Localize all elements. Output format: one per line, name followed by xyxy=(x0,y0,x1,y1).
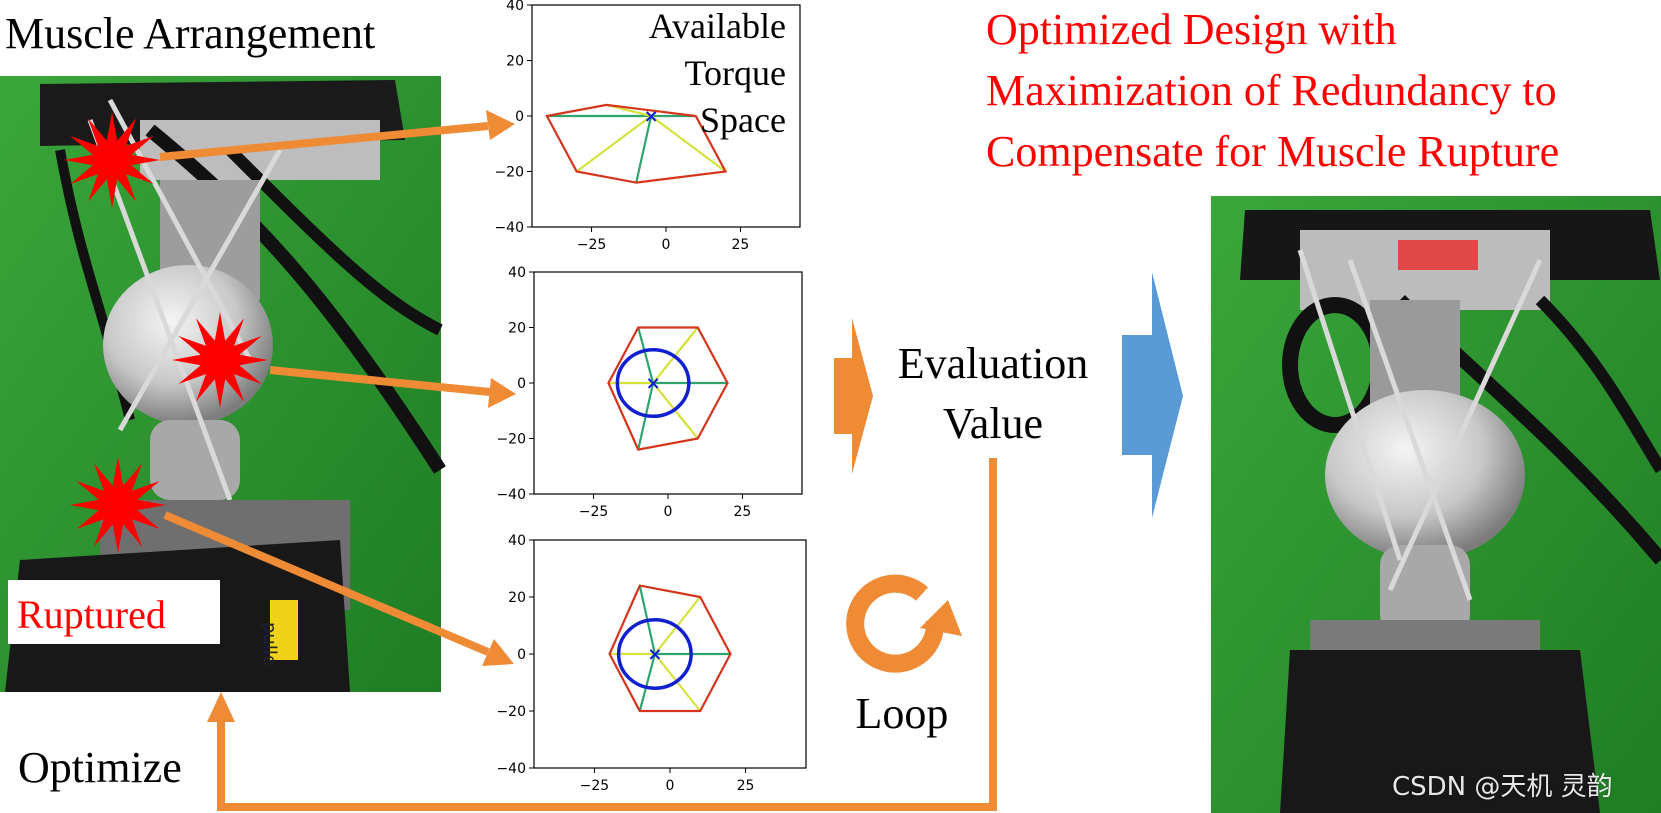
y-tick-label: −20 xyxy=(494,165,524,181)
optimized-title-line2: Maximization of Redundancy to xyxy=(986,66,1557,115)
x-tick-label: −25 xyxy=(577,237,607,253)
x-tick-label: −25 xyxy=(580,778,610,794)
x-tick-label: −25 xyxy=(579,504,609,520)
available-label-line2: Torque xyxy=(685,53,786,93)
rupture-star-1 xyxy=(64,112,160,208)
torque-space-chart-2: 40 20 0 −20 −40 −25 0 25 × xyxy=(496,265,803,520)
y-tick-label: 0 xyxy=(517,647,526,663)
x-tick-label: 0 xyxy=(666,778,675,794)
center-marker: × xyxy=(647,644,662,665)
inscribed-circle xyxy=(615,347,691,419)
optimize-label: Optimize xyxy=(18,743,182,792)
loop-label: Loop xyxy=(856,689,949,738)
y-tick-label: 0 xyxy=(515,109,524,125)
spoke-line xyxy=(650,115,727,173)
muscle-arrangement-title: Muscle Arrangement xyxy=(5,9,375,58)
evaluation-label-line2: Value xyxy=(943,399,1043,448)
optimized-title-line3: Compensate for Muscle Rupture xyxy=(986,127,1559,176)
y-tick-label: −40 xyxy=(496,487,526,503)
torque-space-polygon xyxy=(608,584,732,713)
arrow-star3-to-chart3 xyxy=(163,511,514,666)
rupture-star-3 xyxy=(70,457,166,553)
evaluation-label-line1: Evaluation xyxy=(898,339,1089,388)
y-tick-label: −20 xyxy=(496,432,526,448)
available-label-line1: Available xyxy=(649,6,786,46)
available-label-line3: Space xyxy=(700,100,786,140)
pulley-label: pulle xyxy=(259,622,280,666)
csdn-watermark: CSDN @天机 灵韵 xyxy=(1392,772,1613,802)
y-tick-label: −20 xyxy=(496,704,526,720)
spoke-line xyxy=(635,115,653,183)
spoke-line xyxy=(576,115,652,173)
rupture-star-2 xyxy=(172,312,268,408)
arrow-star2-to-chart2 xyxy=(269,366,516,408)
y-tick-label: −40 xyxy=(494,220,524,236)
y-tick-label: 40 xyxy=(506,0,524,14)
x-tick-label: 0 xyxy=(662,237,671,253)
optimized-title-line1: Optimized Design with xyxy=(986,5,1397,54)
center-marker: × xyxy=(644,106,659,127)
torque-space-chart-3: 40 20 0 −20 −40 −25 0 25 × xyxy=(496,533,807,794)
spoke-line xyxy=(637,327,655,384)
x-tick-label: 0 xyxy=(664,504,673,520)
y-tick-label: 40 xyxy=(508,533,526,549)
y-tick-label: 20 xyxy=(506,54,524,70)
spoke-line xyxy=(638,653,656,712)
inscribed-circle xyxy=(616,618,693,690)
arrow-to-optimized-design xyxy=(1122,272,1183,518)
optimize-feedback-arrow xyxy=(207,458,997,811)
x-tick-label: 25 xyxy=(737,778,755,794)
y-tick-label: 0 xyxy=(517,376,526,392)
arrow-to-evaluation xyxy=(834,318,873,474)
x-tick-label: 25 xyxy=(734,504,752,520)
torque-space-polygon xyxy=(607,326,729,451)
x-tick-label: 25 xyxy=(732,237,750,253)
robot-photo-left: pulle Ruptured xyxy=(0,76,446,692)
torque-space-chart-1: 40 20 0 −20 −40 −25 0 25 × xyxy=(494,0,801,253)
y-tick-label: −40 xyxy=(496,761,526,777)
arrow-star1-to-chart1 xyxy=(159,110,515,161)
y-tick-label: 20 xyxy=(508,590,526,606)
y-tick-label: 20 xyxy=(508,321,526,337)
loop-icon xyxy=(846,574,962,673)
robot-photo-right xyxy=(1211,196,1661,813)
y-tick-label: 40 xyxy=(508,265,526,281)
torque-space-polygon xyxy=(545,103,728,184)
center-marker: × xyxy=(646,373,661,394)
ruptured-label: Ruptured xyxy=(17,592,166,637)
